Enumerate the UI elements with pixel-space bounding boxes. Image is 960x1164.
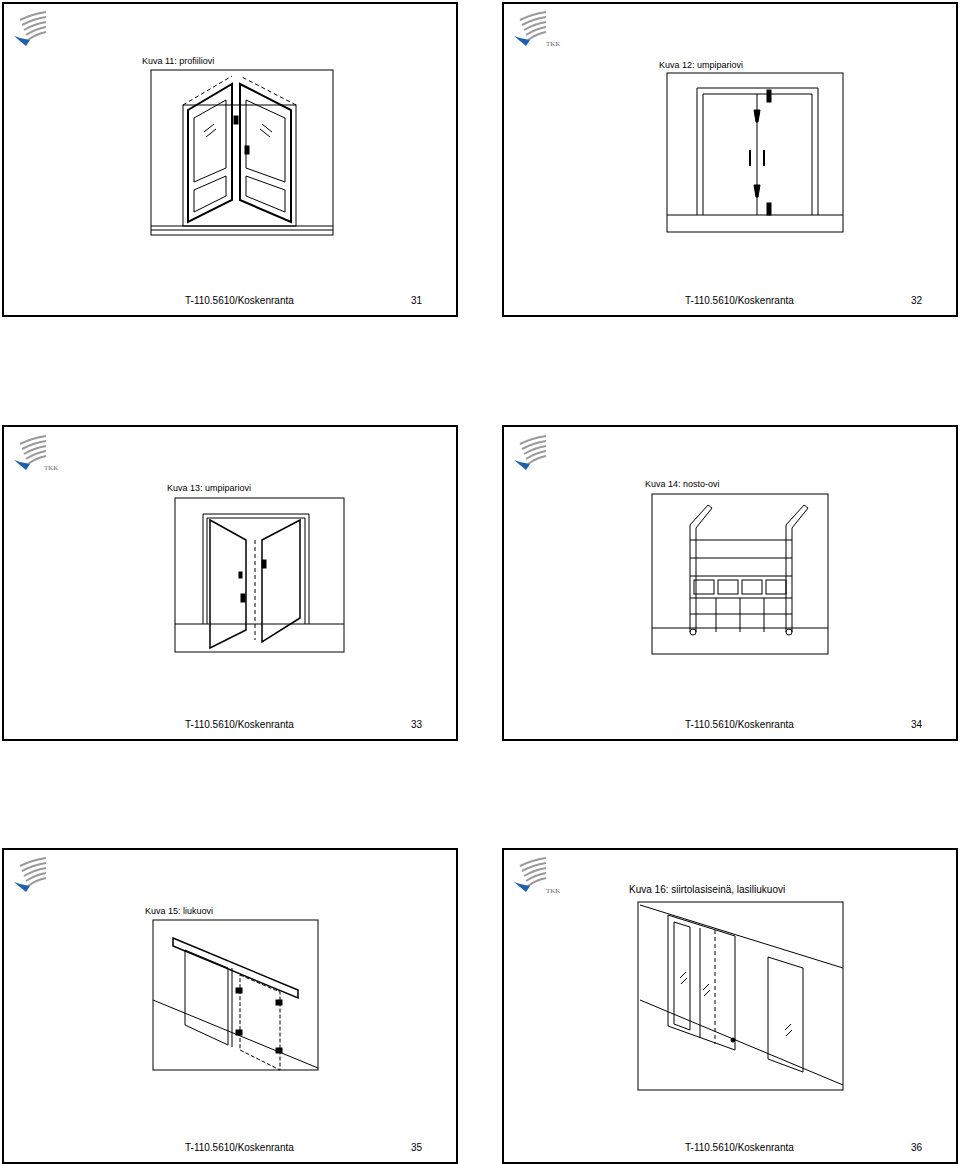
footer-course: T-110.5610/Koskenranta [685, 719, 794, 730]
slide-frame: Kuva 13: umpiparioviT-110.5610/Koskenran… [2, 425, 458, 741]
slide-title: Kuva 13: umpipariovi [167, 483, 251, 493]
logos [14, 12, 546, 892]
page-number: 33 [411, 719, 422, 730]
slide-title: Kuva 14: nosto-ovi [645, 479, 720, 489]
footer-course: T-110.5610/Koskenranta [185, 1142, 294, 1153]
page-number: 36 [911, 1142, 922, 1153]
slide-frame: Kuva 12: umpiparioviT-110.5610/Koskenran… [502, 2, 958, 317]
slide-frame: Kuva 11: profiilioviT-110.5610/Koskenran… [2, 2, 458, 317]
logo-text: TKK [546, 887, 560, 895]
logo-text: TKK [546, 40, 560, 48]
footer-course: T-110.5610/Koskenranta [685, 1142, 794, 1153]
footer-course: T-110.5610/Koskenranta [185, 295, 294, 306]
page-number: 34 [911, 719, 922, 730]
slide-frame: Kuva 15: liukuoviT-110.5610/Koskenranta 3… [2, 848, 458, 1164]
footer-course: T-110.5610/Koskenranta [685, 295, 794, 306]
page-number: 31 [411, 295, 422, 306]
slide-frame: Kuva 16: siirtolasiseinä, lasiliukuoviT-… [502, 848, 958, 1164]
slide-title: Kuva 15: liukuovi [145, 906, 213, 916]
slide-title: Kuva 12: umpipariovi [659, 60, 743, 70]
slide-frame: Kuva 14: nosto-oviT-110.5610/Koskenranta… [502, 425, 958, 741]
logo-text: TKK [44, 464, 58, 472]
footer-course: T-110.5610/Koskenranta [185, 719, 294, 730]
page-number: 32 [911, 295, 922, 306]
slide-title: Kuva 11: profiiliovi [142, 56, 214, 66]
page-number: 35 [411, 1142, 422, 1153]
slide-title: Kuva 16: siirtolasiseinä, lasiliukuovi [629, 884, 785, 895]
door-drawings [151, 70, 843, 1090]
